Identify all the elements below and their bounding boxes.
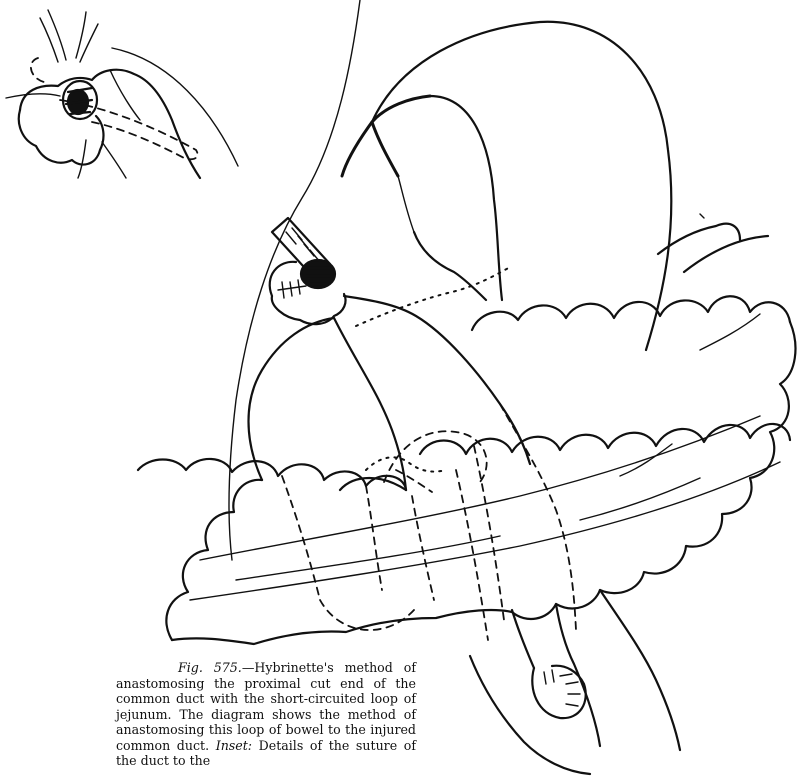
- lower-jejunum-right: [512, 604, 600, 746]
- jejunum-upper-curve: [414, 232, 486, 300]
- figure-label: Fig. 575.: [116, 660, 242, 675]
- inset-label: Inset:: [216, 738, 252, 753]
- colon-right-haustra: [512, 322, 795, 619]
- jejunal-loop-body: [249, 318, 407, 490]
- colon-bottom-contour: [172, 610, 512, 644]
- stomach-fundus-edge: [372, 96, 430, 122]
- colon-haustra-inner: [580, 314, 760, 520]
- inset-bowel-lower: [19, 110, 104, 165]
- stomach-greater-curvature: [372, 22, 671, 350]
- jejunum-descending-limb: [334, 296, 530, 490]
- duct-anastomosis-drawing: [270, 218, 530, 490]
- colon-top-contour: [658, 224, 768, 272]
- jejunum-cut-dotted: [356, 266, 512, 326]
- omentum-line: [229, 0, 360, 560]
- jejunal-loop-dashed-upper: [384, 431, 487, 492]
- stomach-fold-lines: [398, 176, 704, 232]
- colon-upper-haustra: [472, 296, 790, 330]
- jejunal-loop-dashed-inner: [366, 486, 434, 600]
- jejunal-loop-drawing: [249, 318, 577, 640]
- stomach-lesser-curvature: [430, 96, 502, 300]
- jejunal-loop-dotted: [366, 457, 446, 471]
- jejunum-sutures: [278, 280, 306, 298]
- inset-bowel-outline: [20, 70, 200, 178]
- figure-caption: Fig. 575.—Hybrinette's method of anastom…: [116, 660, 416, 769]
- colon-taenia-lines: [190, 416, 780, 600]
- inset-duct-dashed: [31, 58, 198, 159]
- lower-jejunum-extension: [600, 590, 680, 750]
- jejunal-loop-dashed-descending: [282, 404, 576, 640]
- stomach-drawing: [229, 0, 704, 560]
- stomach-left-border: [342, 122, 398, 176]
- colon-lower-left: [166, 480, 262, 640]
- lower-jejunum-stump: [532, 666, 585, 718]
- inset-detail-drawing: [6, 10, 238, 178]
- lower-jejunum-drawing: [470, 590, 680, 774]
- lower-jejunum-sutures: [544, 670, 580, 706]
